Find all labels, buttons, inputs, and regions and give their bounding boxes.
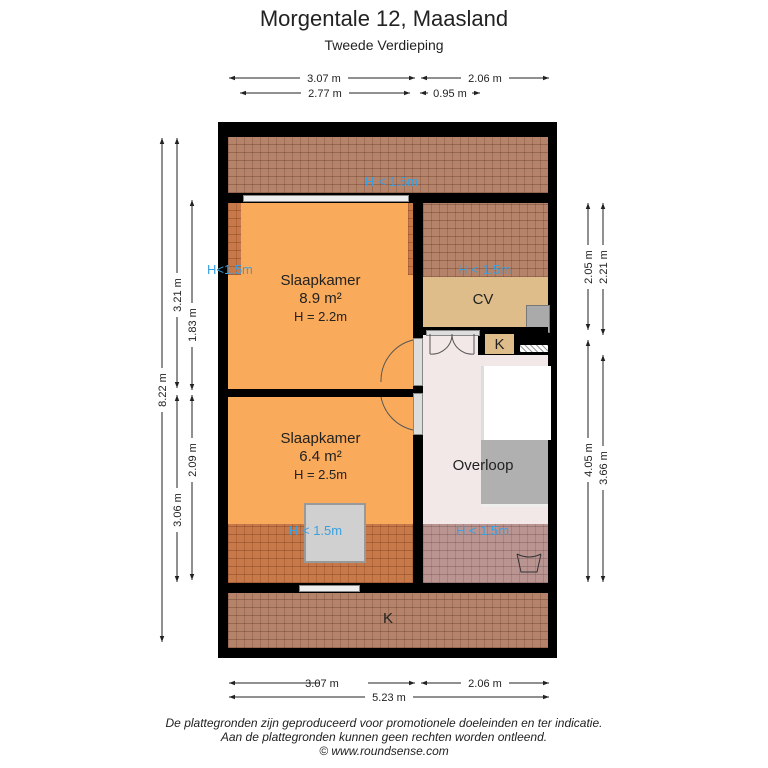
disclaimer-line: Aan de plattegronden kunnen geen rechten… (220, 730, 548, 744)
attic-top (228, 137, 548, 193)
window-bottom[interactable] (299, 585, 360, 592)
k-small-room (485, 334, 514, 354)
door-cv[interactable] (426, 330, 480, 336)
dim-bottom-1: 3.07 m (305, 678, 339, 690)
dim-left-4: 3.06 m (172, 493, 184, 527)
disclaimer-line: De plattegronden zijn geproduceerd voor … (165, 716, 603, 730)
bedroom1 (228, 203, 413, 389)
note-left: H<1.5m (207, 262, 253, 277)
dim-bottom-3: 5.23 m (372, 692, 406, 704)
dim-bottom-2: 2.06 m (468, 678, 502, 690)
note-cv: H < 1.5m (458, 262, 512, 277)
attic-bottom (228, 593, 548, 648)
note-landing: H < 1.5m (456, 523, 510, 538)
room-area: 6.4 m² (299, 448, 342, 465)
laundry-icon (516, 553, 542, 573)
bedroom2-label: Slaapkamer 6.4 m² H = 2.5m (228, 430, 413, 484)
k-small-label: K (494, 336, 505, 353)
room-name: Slaapkamer (280, 272, 361, 289)
staircase (481, 440, 548, 507)
room-area: 8.9 m² (299, 290, 342, 307)
window-top[interactable] (243, 195, 409, 202)
cv-low (423, 203, 548, 277)
footer: De plattegronden zijn geproduceerd voor … (0, 716, 768, 758)
dim-right-4: 3.66 m (598, 451, 610, 485)
door-bedroom2[interactable] (413, 393, 423, 435)
bedroom1-low-right (408, 203, 413, 275)
dim-top-4: 0.95 m (433, 88, 467, 100)
dim-top-1: 3.07 m (307, 73, 341, 85)
dim-top-3: 2.77 m (308, 88, 342, 100)
attic-k-label: K (382, 610, 393, 627)
room-height: H = 2.2m (293, 309, 348, 324)
dim-right-2: 2.21 m (598, 250, 610, 284)
note-bedroom2: H < 1.5m (289, 523, 343, 538)
dim-top-2: 2.06 m (468, 73, 502, 85)
dim-left-5: 2.09 m (187, 443, 199, 477)
dim-left-1: 8.22 m (157, 373, 169, 407)
room-height: H = 2.5m (293, 467, 348, 482)
door-bedroom1[interactable] (413, 338, 423, 386)
note-top: H < 1.5m (365, 174, 419, 189)
cv-label: CV (472, 291, 494, 308)
room-name: Slaapkamer (280, 430, 361, 447)
floor-subtitle: Tweede Verdieping (324, 37, 444, 53)
copyright: © www.roundsense.com (319, 744, 449, 758)
page-title: Morgentale 12, Maasland (259, 6, 509, 31)
staircase-top (481, 366, 551, 440)
dim-left-3: 1.83 m (187, 308, 199, 342)
bedroom1-label: Slaapkamer 8.9 m² H = 2.2m (228, 272, 413, 326)
dim-right-3: 4.05 m (583, 443, 595, 477)
dim-right-1: 2.05 m (583, 250, 595, 284)
shaft (520, 345, 548, 352)
landing-low (423, 524, 548, 583)
dim-left-2: 3.21 m (172, 278, 184, 312)
bedroom1-low-left (228, 203, 241, 275)
landing-label: Overloop (452, 457, 514, 474)
roof-hatch[interactable] (304, 503, 366, 563)
